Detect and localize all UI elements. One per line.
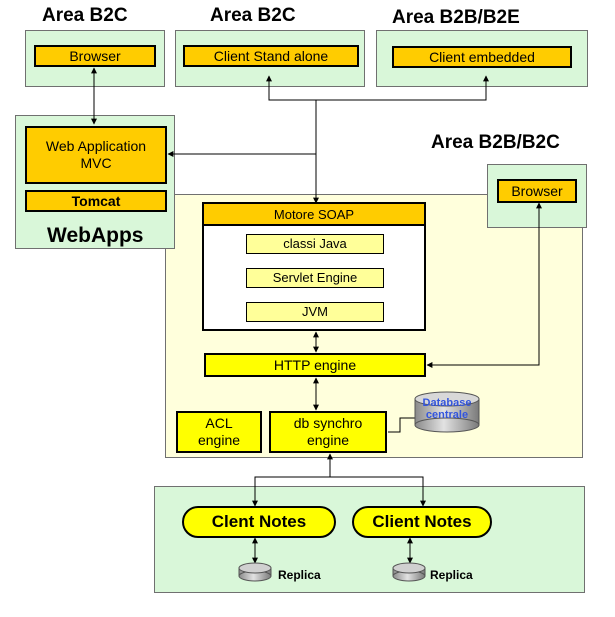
database-line2: centrale <box>425 409 469 422</box>
area-clients: Clent Notes Client Notes Replica Replica <box>154 486 585 593</box>
area-b2b-b2e: Client embedded <box>376 30 588 87</box>
mvc-label: MVC <box>80 155 112 171</box>
area-b2b-b2c-label: Area B2B/B2C <box>431 132 560 153</box>
browser-top-box[interactable]: Browser <box>34 45 156 67</box>
db-synchro-engine-box[interactable]: db synchro engine <box>269 411 387 453</box>
area-b2c-mid: Client Stand alone <box>175 30 365 87</box>
jvm-box[interactable]: JVM <box>246 302 384 322</box>
area-b2b-b2e-label: Area B2B/B2E <box>392 7 520 28</box>
classi-java-box[interactable]: classi Java <box>246 234 384 254</box>
web-application-mvc-box[interactable]: Web Application MVC <box>25 126 167 184</box>
area-b2c-left-label: Area B2C <box>42 5 128 26</box>
replica-left-label: Replica <box>278 568 321 582</box>
database-centrale-label: Database centrale <box>415 397 479 421</box>
db-synchro-engine-label: engine <box>306 432 350 448</box>
area-b2c-left: Browser <box>25 30 165 87</box>
area-webapps: Web Application MVC Tomcat WebApps <box>15 115 175 249</box>
db-synchro-label: db synchro <box>293 415 363 432</box>
acl-label: ACL <box>205 415 233 432</box>
acl-engine-label: engine <box>197 432 241 448</box>
acl-engine-box[interactable]: ACL engine <box>176 411 262 453</box>
servlet-engine-box[interactable]: Servlet Engine <box>246 268 384 288</box>
webapps-label: WebApps <box>47 224 144 247</box>
client-notes-right-pill[interactable]: Client Notes <box>352 506 492 538</box>
soap-engine-title: Motore SOAP <box>204 204 424 226</box>
area-b2c-mid-label: Area B2C <box>210 5 296 26</box>
http-engine-box[interactable]: HTTP engine <box>204 353 426 377</box>
database-line1: Database <box>422 397 472 409</box>
clent-notes-left-pill[interactable]: Clent Notes <box>182 506 336 538</box>
soap-engine-frame: Motore SOAP classi Java Servlet Engine J… <box>202 202 426 331</box>
area-b2b-b2c: Browser <box>487 164 587 228</box>
client-embedded-box[interactable]: Client embedded <box>392 46 572 68</box>
replica-right-label: Replica <box>430 568 473 582</box>
client-standalone-box[interactable]: Client Stand alone <box>183 45 359 67</box>
web-application-label: Web Application <box>45 138 147 155</box>
tomcat-box[interactable]: Tomcat <box>25 190 167 212</box>
browser-right-box[interactable]: Browser <box>497 179 577 203</box>
